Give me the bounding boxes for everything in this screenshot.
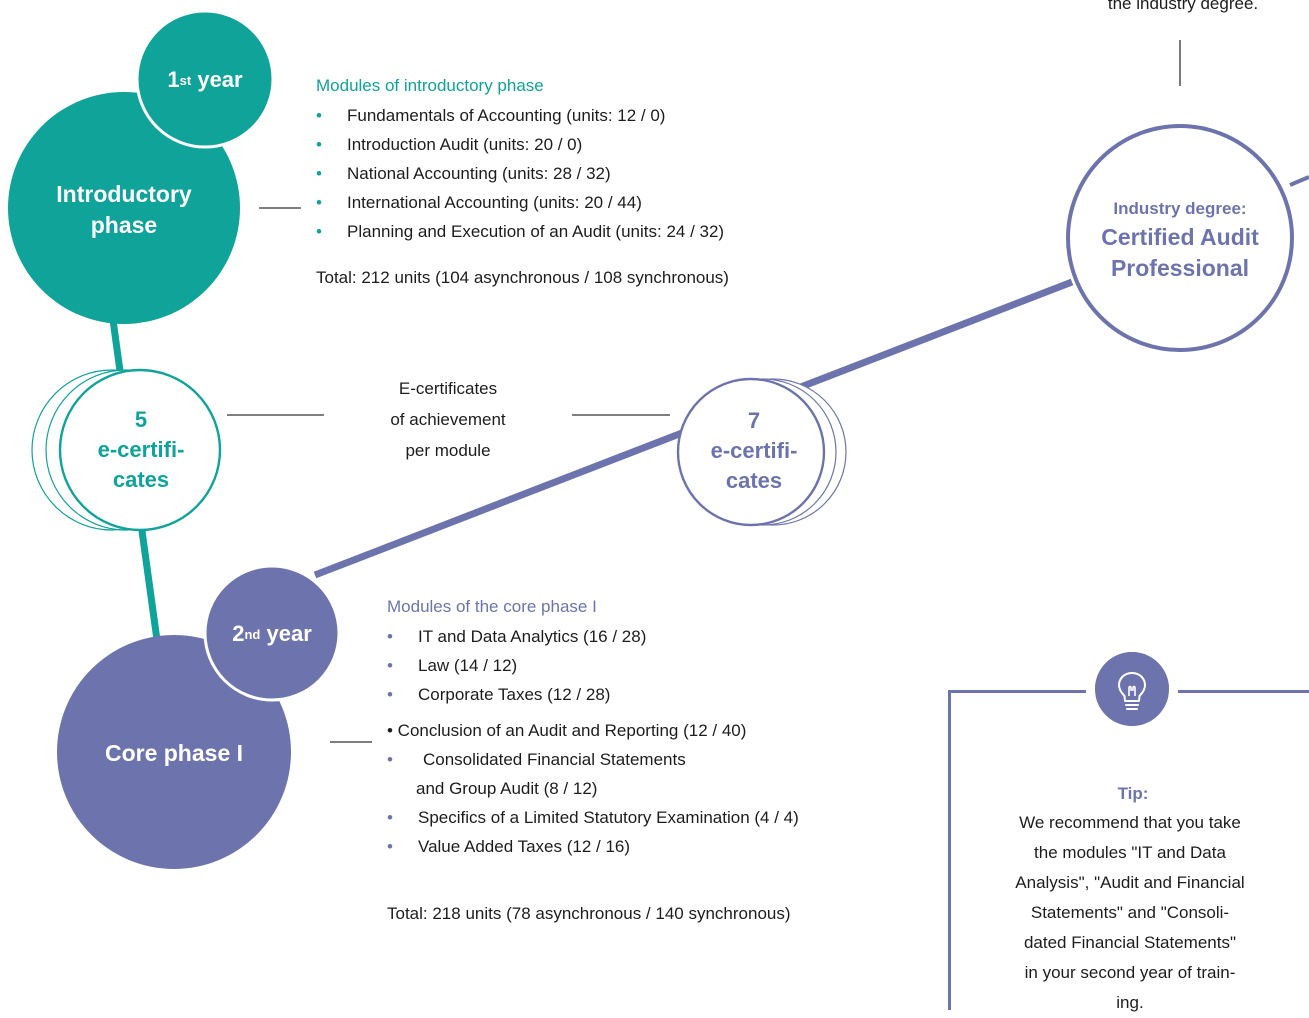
core-total: Total: 218 units (78 asynchronous / 140 … xyxy=(387,904,791,923)
first-year-word: year xyxy=(197,67,243,92)
left-cert-label: 5 e-certifi- cates xyxy=(62,395,220,505)
right-cert-count: 7 xyxy=(747,407,761,433)
consolidated-line1: Consolidated Financial Statements xyxy=(423,750,686,769)
left-cert-stack-front xyxy=(58,368,222,532)
list-item: IT and Data Analytics (16 / 28) xyxy=(387,622,947,651)
degree-line2: Certified Audit xyxy=(1101,224,1259,250)
first-year-suffix: st xyxy=(179,72,192,88)
second-year-suffix: nd xyxy=(244,626,261,642)
consolidated-line2: and Group Audit (8 / 12) xyxy=(416,779,598,798)
second-year-circle xyxy=(203,564,341,702)
core-phase-label: Core phase I xyxy=(104,739,244,766)
list-item: Planning and Execution of an Audit (unit… xyxy=(316,217,876,246)
right-cert-line2: e-certifi- xyxy=(710,437,798,463)
intro-modules-list: Fundamentals of Accounting (units: 12 / … xyxy=(316,101,876,246)
list-item: National Accounting (units: 28 / 32) xyxy=(316,159,876,188)
core-item-conclusion: • Conclusion of an Audit and Reporting (… xyxy=(387,721,747,740)
tip-line: the modules "IT and Data xyxy=(1034,843,1226,862)
list-item: Fundamentals of Accounting (units: 12 / … xyxy=(316,101,876,130)
top-caption: the industry degree. xyxy=(1107,0,1259,13)
list-item: Law (14 / 12) xyxy=(387,651,947,680)
intro-phase-label: Introductory phase xyxy=(8,170,240,250)
list-item: Corporate Taxes (12 / 28) xyxy=(387,680,947,709)
degree-exit-connector xyxy=(1289,175,1309,187)
core-modules-title: Modules of the core phase I xyxy=(387,597,597,616)
core-modules-list: IT and Data Analytics (16 / 28) Law (14 … xyxy=(387,622,947,709)
right-cert-line3: cates xyxy=(725,467,783,493)
cert-caption-line3: per module xyxy=(405,441,491,460)
left-cert-line3: cates xyxy=(112,467,170,492)
list-item: Introduction Audit (units: 20 / 0) xyxy=(316,130,876,159)
intro-total: Total: 212 units (104 asynchronous / 108… xyxy=(316,268,729,287)
tip-text: We recommend that you take the modules "… xyxy=(960,787,1300,1018)
right-cert-stack-front xyxy=(676,377,826,527)
list-item: Specifics of a Limited Statutory Examina… xyxy=(387,803,947,832)
second-year-number: 2 xyxy=(232,621,245,646)
intro-phase-circle xyxy=(8,92,240,324)
intro-modules-title: Modules of introductory phase xyxy=(316,76,544,95)
lightbulb-icon xyxy=(1095,652,1169,726)
tip-line: Statements" and "Consoli- xyxy=(1030,903,1230,922)
tip-line: in your second year of train- xyxy=(1024,963,1236,982)
degree-line3: Professional xyxy=(1110,255,1250,281)
tip-line: Analysis", "Audit and Financial xyxy=(1015,873,1245,892)
second-year-word: year xyxy=(266,621,312,646)
cert-caption-line2: of achievement xyxy=(390,410,506,429)
core-phase-circle xyxy=(57,635,291,869)
intro-phase-label-line1: Introductory xyxy=(56,181,192,207)
degree-line1: Industry degree: xyxy=(1113,199,1247,218)
cert-caption-line1: E-certificates xyxy=(398,379,498,398)
left-cert-count: 5 xyxy=(134,407,148,432)
left-cert-line2: e-certifi- xyxy=(97,437,185,462)
tip-line: We recommend that you take xyxy=(1019,813,1241,832)
first-year-circle xyxy=(135,9,275,149)
tip-line: ing. xyxy=(1116,993,1144,1012)
degree-circle xyxy=(1066,124,1294,352)
cert-caption: E-certificates of achievement per module xyxy=(340,373,556,466)
right-cert-label: 7 e-certifi- cates xyxy=(676,398,832,503)
list-item: International Accounting (units: 20 / 44… xyxy=(316,188,876,217)
list-item: Value Added Taxes (12 / 16) xyxy=(387,832,947,861)
degree-label: Industry degree: Certified Audit Profess… xyxy=(1080,190,1280,290)
first-year-number: 1 xyxy=(167,67,180,92)
tip-line: dated Financial Statements" xyxy=(1023,933,1237,952)
core-item-consolidated: • Consolidated Financial Statements and … xyxy=(387,745,887,803)
intro-phase-label-line2: phase xyxy=(90,212,158,238)
tip-title: Tip: xyxy=(1117,784,1149,803)
core-modules-list-continued: Specifics of a Limited Statutory Examina… xyxy=(387,803,947,861)
bullet: • xyxy=(387,750,393,769)
